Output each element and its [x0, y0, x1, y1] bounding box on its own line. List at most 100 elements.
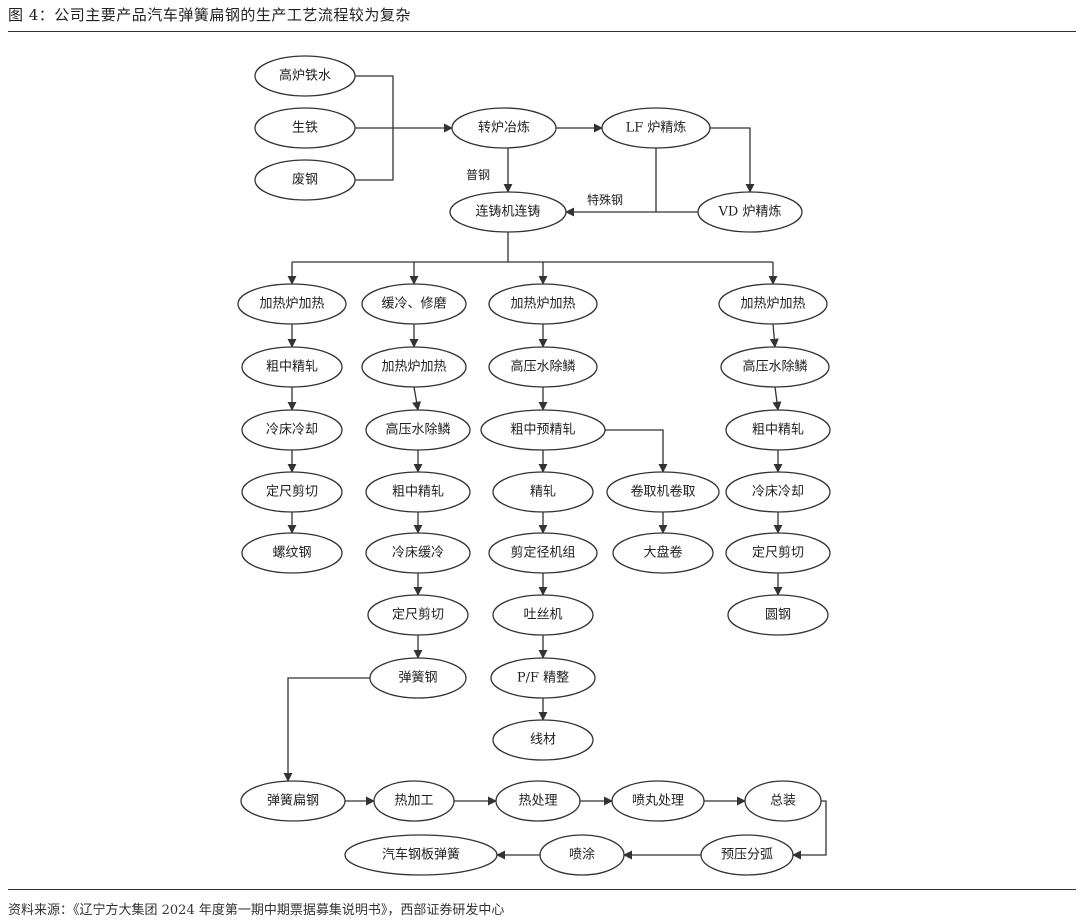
- node-label: 粗中精轧: [266, 360, 318, 375]
- node-ellipse: [480, 409, 606, 451]
- process-node-c7: P/F 精整: [490, 657, 596, 699]
- process-node-vd-jinglian: VD 炉精炼: [697, 191, 803, 233]
- node-ellipse: [254, 159, 356, 201]
- connector-line: [792, 800, 827, 860]
- process-node-f7: 喷涂: [539, 834, 625, 876]
- node-ellipse: [373, 780, 455, 822]
- process-node-b1: 缓冷、修磨: [361, 283, 467, 325]
- connector-line: [412, 386, 422, 411]
- node-label: 定尺剪切: [392, 607, 444, 623]
- node-ellipse: [365, 409, 471, 451]
- node-label: 剪定径机组: [510, 545, 575, 561]
- node-ellipse: [344, 834, 498, 876]
- node-ellipse: [488, 532, 598, 574]
- process-node-f1: 弹簧扁钢: [240, 780, 346, 822]
- node-ellipse: [241, 346, 343, 388]
- node-label: 粗中精轧: [752, 423, 804, 438]
- process-node-e1: 卷取机卷取: [606, 471, 720, 513]
- process-node-a5: 螺纹钢: [241, 532, 343, 574]
- process-node-shengtie: 生铁: [254, 107, 356, 149]
- process-node-lf-jinglian: LF 炉精炼: [601, 107, 711, 149]
- process-node-c5: 剪定径机组: [488, 532, 598, 574]
- node-label: 热加工: [394, 794, 433, 809]
- process-node-d2: 高压水除鳞: [720, 346, 830, 388]
- process-node-c2: 高压水除鳞: [488, 346, 598, 388]
- edge-c3-e1: [605, 429, 668, 473]
- node-ellipse: [492, 594, 594, 636]
- source-note: 资料来源：《辽宁方大集团 2024 年度第一期中期票据募集说明书》，西部证券研发…: [8, 903, 505, 918]
- edge-special-to-lianzhu: 特殊钢: [565, 148, 698, 217]
- node-label: 定尺剪切: [752, 545, 804, 561]
- process-node-d3: 粗中精轧: [725, 409, 831, 451]
- process-node-d5: 定尺剪切: [725, 532, 831, 574]
- process-node-b7: 弹簧钢: [369, 657, 467, 699]
- node-label: 粗中精轧: [392, 485, 444, 500]
- node-ellipse: [601, 107, 711, 149]
- node-label: 转炉冶炼: [478, 121, 530, 136]
- node-label: 高压水除鳞: [385, 422, 450, 438]
- process-node-b3: 高压水除鳞: [365, 409, 471, 451]
- node-ellipse: [492, 471, 594, 513]
- edge-lianzhu-branches: [287, 232, 778, 285]
- process-node-f8: 汽车钢板弹簧: [344, 834, 498, 876]
- node-label: 加热炉加热: [510, 297, 575, 312]
- node-ellipse: [240, 780, 346, 822]
- process-node-d4: 冷床冷却: [725, 471, 831, 513]
- node-ellipse: [237, 283, 347, 325]
- process-node-c8: 线材: [492, 719, 594, 761]
- bottom-rule: [8, 889, 1076, 890]
- node-ellipse: [449, 191, 567, 233]
- node-label: 废钢: [292, 172, 318, 188]
- process-node-feigang: 废钢: [254, 159, 356, 201]
- node-ellipse: [492, 719, 594, 761]
- process-node-c3: 粗中预精轧: [480, 409, 606, 451]
- node-ellipse: [254, 55, 356, 97]
- process-node-b5: 冷床缓冷: [365, 532, 471, 574]
- process-node-c1: 加热炉加热: [488, 283, 598, 325]
- edge-d2-d3: [772, 386, 782, 411]
- edge-label-special-to-lianzhu: 特殊钢: [587, 192, 623, 207]
- node-label: 粗中预精轧: [510, 423, 575, 438]
- process-node-b2: 加热炉加热: [361, 346, 467, 388]
- node-ellipse: [727, 594, 829, 636]
- connector-line: [772, 386, 782, 411]
- node-ellipse: [488, 283, 598, 325]
- edge-lf-to-vd: [710, 127, 755, 193]
- node-ellipse: [611, 780, 705, 822]
- node-ellipse: [725, 532, 831, 574]
- edge-b7-f1: [283, 677, 370, 782]
- node-label: 加热炉加热: [259, 297, 324, 312]
- node-label: 弹簧钢: [398, 670, 437, 686]
- node-label: 冷床缓冷: [392, 546, 444, 561]
- node-label: 定尺剪切: [266, 484, 318, 500]
- node-label: 卷取机卷取: [630, 484, 695, 500]
- node-ellipse: [488, 346, 598, 388]
- top-rule: [8, 31, 1076, 32]
- edge-merge-to-zhuanlu: [355, 75, 453, 181]
- connector-line: [710, 127, 755, 193]
- process-node-c4: 精轧: [492, 471, 594, 513]
- process-node-d1: 加热炉加热: [718, 283, 828, 325]
- process-node-c6: 吐丝机: [492, 594, 594, 636]
- figure-title: 图 4：公司主要产品汽车弹簧扁钢的生产工艺流程较为复杂: [8, 6, 411, 24]
- node-ellipse: [697, 191, 803, 233]
- connector-line: [769, 323, 779, 348]
- process-node-gaolu-tieshui: 高炉铁水: [254, 55, 356, 97]
- node-label: 弹簧扁钢: [267, 793, 319, 809]
- node-ellipse: [361, 346, 467, 388]
- node-label: 大盘卷: [643, 545, 682, 561]
- node-ellipse: [241, 532, 343, 574]
- connector-line: [605, 429, 668, 473]
- node-label: P/F 精整: [517, 671, 569, 686]
- node-ellipse: [606, 471, 720, 513]
- node-label: 圆钢: [765, 608, 791, 623]
- process-node-a3: 冷床冷却: [241, 409, 343, 451]
- process-node-a4: 定尺剪切: [241, 471, 343, 513]
- process-node-b4: 粗中精轧: [365, 471, 471, 513]
- process-node-a2: 粗中精轧: [241, 346, 343, 388]
- node-label: 缓冷、修磨: [381, 297, 446, 312]
- node-ellipse: [369, 657, 467, 699]
- node-label: 高炉铁水: [279, 68, 331, 84]
- node-label: 喷涂: [569, 847, 595, 863]
